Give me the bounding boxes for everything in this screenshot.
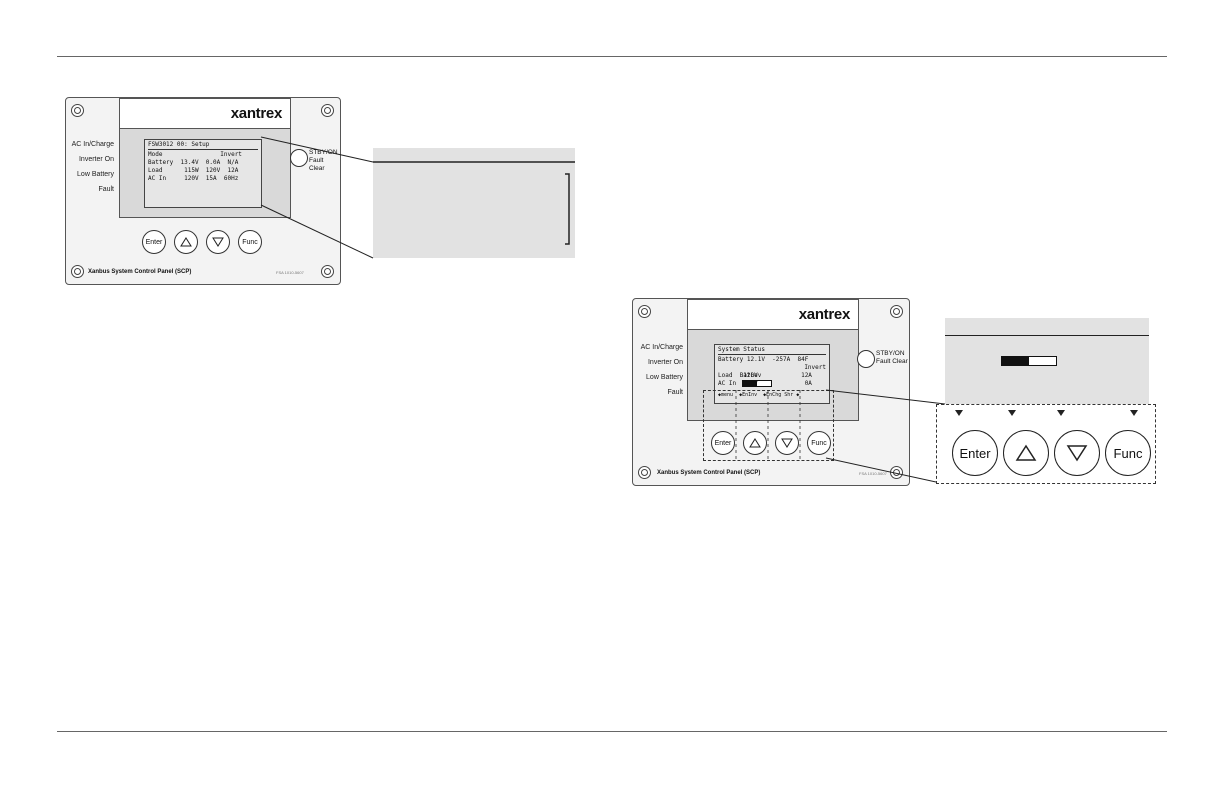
screen-row-ac-in: AC In 120V 15A 60Hz [148, 175, 239, 182]
down-button[interactable] [206, 230, 230, 254]
screen-header: FSW3012 00: Setup [148, 141, 258, 150]
button-zoom-box [936, 404, 1156, 484]
stby-label: STBY/ON Fault Clear [876, 350, 908, 366]
led-label-fault: Fault [98, 186, 114, 193]
screw-icon [321, 265, 334, 278]
arrow-down-icon [1130, 410, 1138, 416]
zoom-enter-button[interactable]: Enter [952, 430, 998, 476]
screw-icon [71, 104, 84, 117]
brand-logo: xantrex [230, 105, 283, 122]
figure-id: FSA 1010-5607 [859, 471, 887, 476]
screen-row-load: Load 120V 12A [718, 372, 812, 379]
down-triangle-icon [781, 438, 793, 448]
panel-footer: Xanbus System Control Panel (SCP) [88, 269, 192, 275]
screen-row-battery: Battery 12.1V -257A 84F [718, 356, 809, 363]
stby-button[interactable] [290, 149, 308, 167]
batlev-label: BatLev [739, 372, 762, 379]
led-label-ac-in: AC In/Charge [640, 344, 683, 351]
bottom-zoom-inset [945, 318, 1149, 404]
screen-row-battery: Battery 13.4V 0.0A N/A [148, 159, 239, 166]
led-label-low-battery: Low Battery [77, 171, 114, 178]
screen-row-mode: Mode Invert [148, 151, 242, 158]
screen-header: System Status [718, 346, 826, 355]
inset-batlev-bar [1001, 356, 1057, 366]
led-label-inverter-on: Inverter On [647, 359, 683, 366]
leader-line [825, 389, 946, 405]
enter-button[interactable]: Enter [142, 230, 166, 254]
screen-row-ac-in: AC In 0V 0A [718, 380, 812, 387]
func-button[interactable]: Func [807, 431, 831, 455]
lcd-screen: FSW3012 00: Setup Mode Invert Battery 13… [144, 139, 262, 208]
screen-row-batlev: BatLev Invert [718, 364, 826, 387]
up-triangle-icon [1015, 444, 1037, 461]
stby-button[interactable] [857, 350, 875, 368]
screw-icon [638, 305, 651, 318]
arrow-down-icon [1057, 410, 1065, 416]
batlev-bar [741, 380, 772, 387]
stby-label-line2: Fault Clear [309, 157, 325, 172]
stby-label-line2: Fault Clear [876, 358, 908, 365]
leader-line [260, 136, 374, 163]
softkey-selection-box [703, 390, 834, 461]
leader-line [260, 204, 374, 259]
down-triangle-icon [212, 237, 224, 247]
led-label-ac-in: AC In/Charge [71, 141, 114, 148]
up-button[interactable] [743, 431, 767, 455]
stby-label-line1: STBY/ON [309, 149, 338, 156]
zoom-up-button[interactable] [1003, 430, 1049, 476]
figure-id: FSA 1010-5607 [276, 270, 304, 275]
batlev-fill [742, 381, 757, 386]
screen-softkeys: ◆menu ◆EnInv ◆EnChg Shr ◆ [718, 392, 800, 398]
stby-label-line1: STBY/ON [876, 350, 905, 357]
inset-batlev-fill [1002, 357, 1029, 365]
down-button[interactable] [775, 431, 799, 455]
batlev-state: Invert [804, 364, 826, 371]
zoom-func-button[interactable]: Func [1105, 430, 1151, 476]
down-triangle-icon [1066, 445, 1088, 462]
inset-divider [945, 335, 1149, 336]
screen-row-load: Load 115W 120V 12A [148, 167, 239, 174]
screw-icon [638, 466, 651, 479]
func-button[interactable]: Func [238, 230, 262, 254]
led-label-inverter-on: Inverter On [78, 156, 114, 163]
stby-label: STBY/ON Fault Clear [309, 149, 340, 173]
inset-bracket [565, 173, 570, 245]
screw-icon [321, 104, 334, 117]
led-label-low-battery: Low Battery [646, 374, 683, 381]
panel-footer: Xanbus System Control Panel (SCP) [657, 470, 761, 476]
control-panel-top: xantrex AC In/Charge Inverter On Low Bat… [65, 97, 341, 285]
zoom-down-button[interactable] [1054, 430, 1100, 476]
screw-icon [890, 305, 903, 318]
brand-logo: xantrex [798, 306, 851, 323]
screw-icon [71, 265, 84, 278]
up-button[interactable] [174, 230, 198, 254]
up-triangle-icon [180, 237, 192, 247]
top-zoom-inset [373, 148, 575, 258]
leader-line [825, 457, 937, 483]
led-label-fault: Fault [667, 389, 683, 396]
enter-button[interactable]: Enter [711, 431, 735, 455]
arrow-down-icon [955, 410, 963, 416]
control-panel-bottom: xantrex AC In/Charge Inverter On Low Bat… [632, 298, 910, 486]
up-triangle-icon [749, 438, 761, 448]
footer-rule [57, 731, 1167, 732]
lcd-screen: System Status Battery 12.1V -257A 84F Ba… [714, 344, 830, 404]
arrow-down-icon [1008, 410, 1016, 416]
header-rule [57, 56, 1167, 57]
